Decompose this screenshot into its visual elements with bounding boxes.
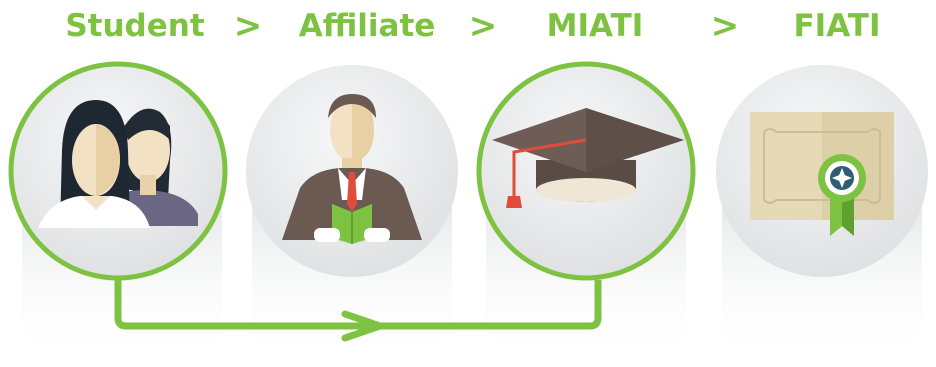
stage-label-student: Student (65, 8, 205, 44)
stage-label-miati: MIATI (546, 8, 644, 44)
reading-man-icon (282, 94, 422, 244)
students-icon (38, 100, 198, 228)
separator-1: > (233, 6, 263, 46)
separator-3: > (710, 6, 740, 46)
certificate-icon (750, 112, 894, 236)
progress-arrow (114, 280, 602, 342)
stage-label-affiliate: Affiliate (298, 8, 436, 44)
stage-circle-miati (476, 61, 696, 281)
stage-circle-fiati (716, 65, 928, 277)
separator-2: > (468, 6, 498, 46)
graduation-cap-icon (492, 108, 684, 208)
stage-label-fiati: FIATI (793, 8, 881, 44)
stage-circle-student (8, 61, 228, 281)
stage-circle-affiliate (246, 65, 458, 277)
